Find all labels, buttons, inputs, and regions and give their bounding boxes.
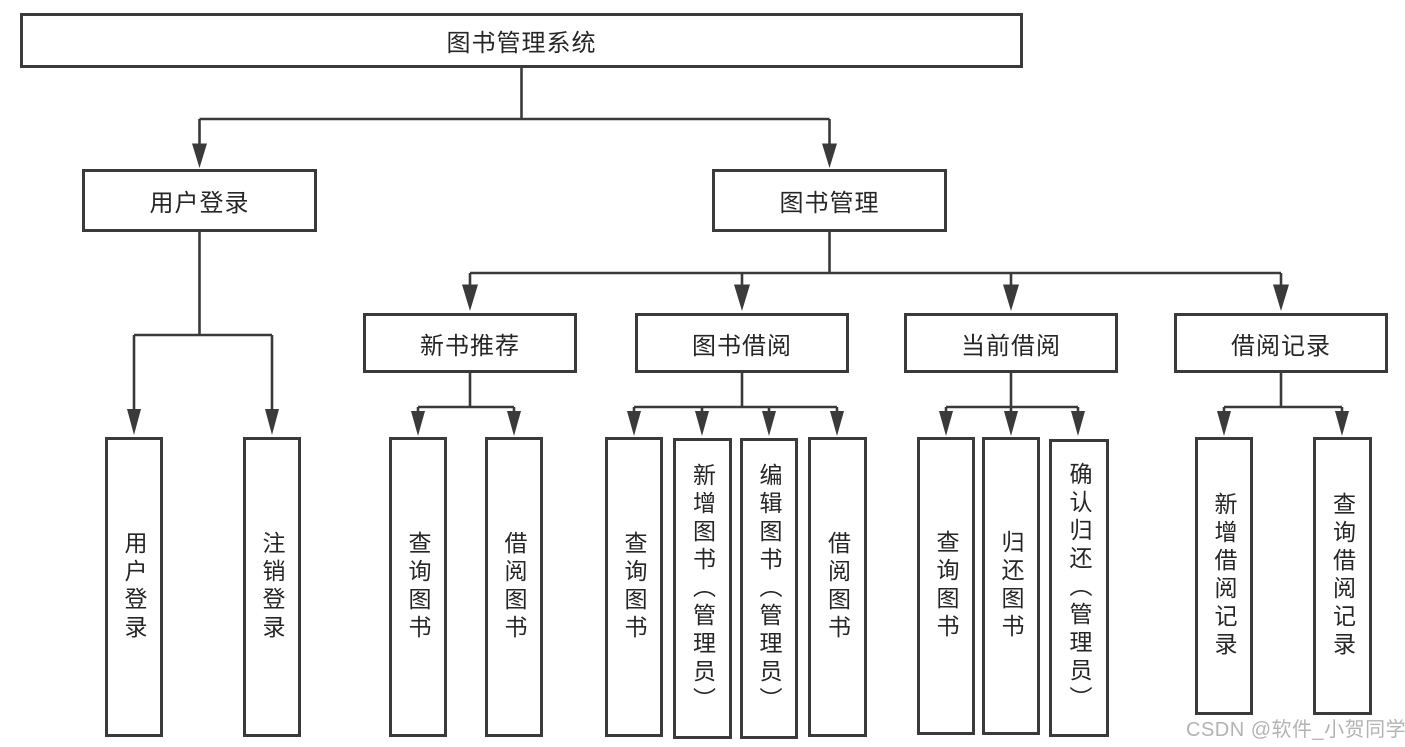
node-user-login-leaf: 用户登录 [105,437,163,737]
node-borrowing-records: 借阅记录 [1174,313,1388,373]
node-cb-confirm-return-admin: 确认归还（管理员） [1049,439,1109,737]
node-label: 编辑图书（管理员） [756,462,782,715]
node-nb-query-books: 查询图书 [389,437,447,737]
node-label: 新书推荐 [420,332,520,360]
node-logout: 注销登录 [243,437,301,737]
node-cb-query-books: 查询图书 [917,437,975,735]
node-label: 用户登录 [149,190,250,217]
node-label: 注销登录 [259,531,285,643]
node-label: 图书借阅 [692,332,792,360]
node-cb-return-books: 归还图书 [982,437,1040,735]
node-label: 确认归还（管理员） [1066,462,1092,714]
node-user-login: 用户登录 [82,169,317,232]
node-current-borrowing: 当前借阅 [904,313,1118,373]
node-label: 借阅图书 [824,531,851,643]
node-nb-borrow-books: 借阅图书 [485,437,543,737]
node-br-add-record: 新增借阅记录 [1195,437,1253,715]
node-new-book-recommend: 新书推荐 [363,313,577,373]
node-bb-query-books: 查询图书 [605,437,663,737]
node-label: 归还图书 [998,530,1024,642]
node-label: 图书管理系统 [446,30,597,57]
node-label: 图书管理 [779,190,880,217]
node-br-query-record: 查询借阅记录 [1313,437,1372,715]
node-bb-borrow-books: 借阅图书 [808,437,867,737]
node-label: 借阅图书 [501,531,527,643]
node-label: 用户登录 [121,531,147,643]
node-label: 新增借阅记录 [1211,492,1237,660]
node-label: 查询借阅记录 [1329,492,1356,660]
node-book-management: 图书管理 [712,169,947,232]
node-label: 查询图书 [933,530,959,642]
node-bb-edit-book-admin: 编辑图书（管理员） [740,438,798,739]
node-label: 新增图书（管理员） [689,462,716,715]
csdn-watermark: CSDN @软件_小贺同学 [1186,719,1405,741]
node-label: 当前借阅 [961,332,1061,360]
node-label: 借阅记录 [1231,332,1331,360]
node-label: 查询图书 [405,531,431,643]
node-label: 查询图书 [621,531,647,643]
node-book-borrowing: 图书借阅 [635,313,849,373]
node-bb-add-book-admin: 新增图书（管理员） [673,438,732,739]
node-library-system: 图书管理系统 [20,13,1023,68]
